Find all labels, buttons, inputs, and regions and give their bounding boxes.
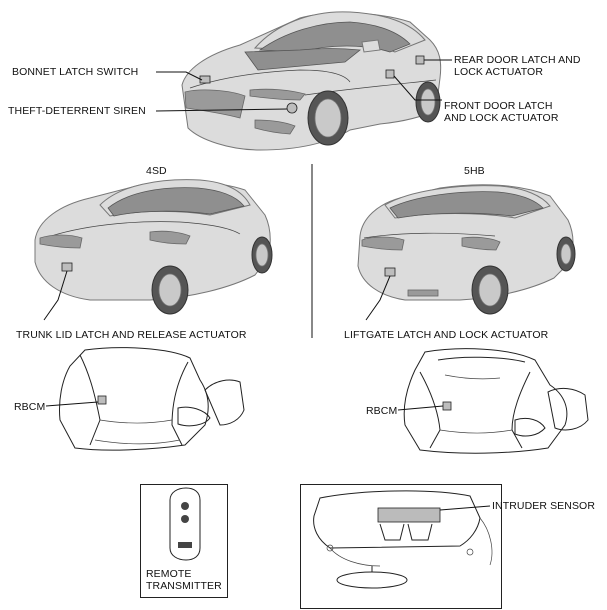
intruder-sensor-label: INTRUDER SENSOR [492,500,596,512]
remote-transmitter-label-line2: TRANSMITTER [146,580,222,592]
hatchback-rear-view-illustration [357,184,576,321]
theft-deterrent-siren-label: THEFT-DETERRENT SIREN [8,105,146,117]
variant-5hb-label: 5HB [464,165,485,177]
remote-transmitter-illustration [169,487,201,561]
front-door-latch-label-line2: AND LOCK ACTUATOR [444,112,559,124]
liftgate-latch-icon [384,267,396,277]
rbcm-sedan-icon [97,395,107,405]
rear-door-latch-icon [415,55,425,65]
trunk-lid-latch-icon [61,262,73,272]
rbcm-hatchback-icon [442,401,452,411]
variant-4sd-label: 4SD [146,165,167,177]
intruder-sensor-box [300,484,502,609]
liftgate-latch-label: LIFTGATE LATCH AND LOCK ACTUATOR [344,329,549,341]
rear-door-latch-label-line1: REAR DOOR LATCH AND [454,54,581,66]
bonnet-latch-switch-label: BONNET LATCH SWITCH [12,66,139,78]
theft-deterrent-siren-icon [286,102,298,114]
intruder-sensor-illustration [313,490,493,589]
hatchback-liftgate-open-sketch [397,348,589,454]
rear-door-latch-label-line2: LOCK ACTUATOR [454,66,544,78]
trunk-lid-latch-label: TRUNK LID LATCH AND RELEASE ACTUATOR [16,329,247,341]
front-door-latch-icon [385,69,395,79]
remote-transmitter-box [140,484,228,598]
intruder-sensor-icon [377,507,441,523]
front-door-latch-label-line1: FRONT DOOR LATCH [444,100,553,112]
front-view-car-illustration [155,11,452,151]
rbcm-right-label: RBCM [366,405,398,417]
sedan-rear-view-illustration [34,179,273,321]
remote-transmitter-label-line1: REMOTE [146,568,192,580]
rbcm-left-label: RBCM [14,401,46,413]
sedan-trunk-open-sketch [45,347,245,451]
